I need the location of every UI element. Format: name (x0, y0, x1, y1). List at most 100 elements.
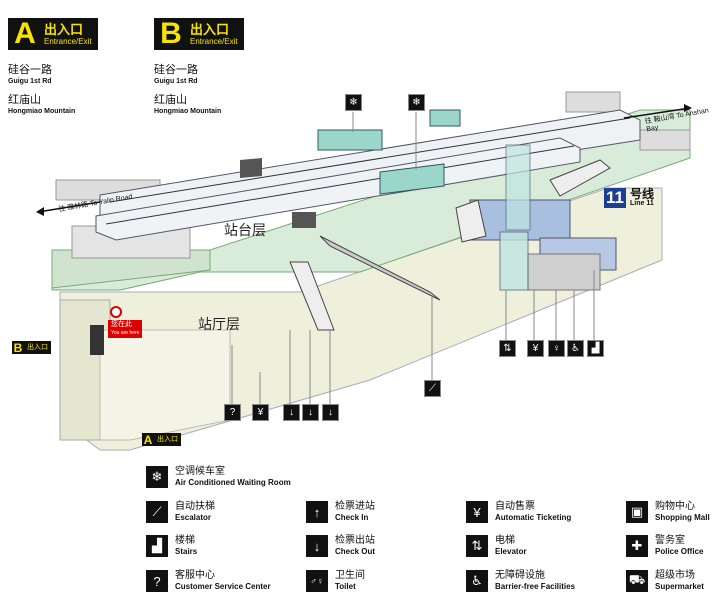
escalator (292, 212, 316, 228)
legend-label-cn: 检票进站 (335, 501, 375, 512)
legend-label-cn: 检票出站 (335, 535, 375, 546)
line-label-en: Line 11 (630, 200, 654, 207)
legend-label-cn: 无障碍设施 (495, 570, 545, 581)
exit-text: 出入口 (157, 436, 178, 443)
legend-label-en: Automatic Ticketing (495, 513, 572, 522)
ticketing-icon: ¥ (527, 340, 544, 357)
lower-train (95, 137, 581, 241)
map-exit-a[interactable]: A 出入口 (142, 432, 181, 447)
escalator (90, 325, 104, 355)
you-are-here-marker: 您在此 You are here (108, 306, 143, 338)
legend-label-cn: 自动售票 (495, 501, 535, 512)
line-number: 11 (604, 188, 626, 208)
elevator-icon: ⇅ (499, 340, 516, 357)
you-are-here-cn: 您在此 (111, 321, 132, 328)
legend-label-en: Air Conditioned Waiting Room (175, 478, 291, 487)
snowflake-icon: ❄ (408, 94, 425, 111)
legend-label-cn: 超级市场 (655, 570, 695, 581)
right-building (565, 91, 621, 113)
elevator-shaft (499, 231, 529, 291)
customer-service-icon: ? (146, 570, 168, 592)
legend-label-en: Customer Service Center (175, 582, 271, 591)
map-exit-b[interactable]: B 出入口 (12, 340, 51, 355)
check-out-icon: ↓ (283, 404, 300, 421)
legend-label-cn: 楼梯 (175, 535, 195, 546)
ticketing-icon: ¥ (252, 404, 269, 421)
shopping-icon: ▣ (626, 501, 648, 523)
legend-label-cn: 自动扶梯 (175, 501, 215, 512)
exit-label-cn: 出入口 (44, 22, 84, 37)
check-out-icon: ↓ (322, 404, 339, 421)
equipment-room (527, 253, 601, 291)
station-name-en: Hongmiao Mountain (154, 108, 222, 115)
platform-level-label: 站台层 (224, 222, 266, 238)
direction-right-cn: 往 鞍山湾 (644, 113, 676, 126)
you-are-here-en: You are here (111, 330, 140, 336)
you-are-here-label: 您在此 You are here (108, 320, 143, 338)
ticketing-icon: ¥ (466, 501, 488, 523)
right-building-lower (639, 129, 691, 151)
legend-label-en: Police Office (655, 547, 704, 556)
escalator (240, 158, 262, 178)
legend-label-cn: 警务室 (655, 535, 685, 546)
concourse-level-label: 站厅层 (198, 316, 240, 332)
location-dot-icon (110, 306, 122, 318)
wheelchair-icon: ♿ (567, 340, 584, 357)
station-name-cn: 硅谷一路 (154, 64, 198, 76)
legend-label-en: Check In (335, 513, 369, 522)
station-name-cn: 红庙山 (154, 94, 187, 106)
waiting-room (429, 109, 461, 127)
line-label-cn: 号线 (630, 187, 655, 201)
stairs-icon: ▟ (146, 535, 168, 557)
police-icon: ✚ (626, 535, 648, 557)
elevator-icon: ⇅ (466, 535, 488, 557)
legend-label-en: Check Out (335, 547, 376, 556)
exit-a-stations: 硅谷一路 Guigu 1st Rd 红庙山 Hongmiao Mountain (8, 64, 75, 118)
exit-letter: A (143, 432, 153, 447)
exit-label-en: Entrance/Exit (44, 37, 92, 46)
toilet-icon: ♂♀ (306, 570, 328, 592)
legend-label-en: Elevator (495, 547, 527, 556)
check-out-icon: ↓ (302, 404, 319, 421)
waiting-room (379, 163, 445, 195)
legend-label-en: Shopping Mall (655, 513, 710, 522)
snowflake-icon: ❄ (345, 94, 362, 111)
waiting-room (317, 129, 383, 151)
check-in-icon: ↑ (306, 501, 328, 523)
stairs-icon: ▟ (587, 340, 604, 357)
legend-label-cn: 电梯 (495, 535, 515, 546)
escalator-icon: ⟋ (146, 501, 168, 523)
station-name-cn: 红庙山 (8, 94, 41, 106)
legend-label-en: Escalator (175, 513, 212, 522)
station-name-cn: 硅谷一路 (8, 64, 52, 76)
exit-label-en: Entrance/Exit (190, 37, 238, 46)
exit-letter: B (13, 340, 23, 355)
exit-text: 出入口 (27, 344, 48, 351)
wheelchair-icon: ♿ (466, 570, 488, 592)
legend-label-en: Barrier-free Facilities (495, 582, 576, 591)
station-name-en: Guigu 1st Rd (154, 78, 198, 85)
legend-label-en: Toilet (335, 582, 356, 591)
legend-label-en: Stairs (175, 547, 198, 556)
check-out-icon: ↓ (306, 535, 328, 557)
supermarket-icon: ⛟ (626, 570, 648, 592)
elevator-shaft (505, 144, 531, 231)
legend-label-cn: 购物中心 (655, 501, 695, 512)
snowflake-icon: ❄ (146, 466, 168, 488)
station-name-en: Hongmiao Mountain (8, 108, 76, 115)
